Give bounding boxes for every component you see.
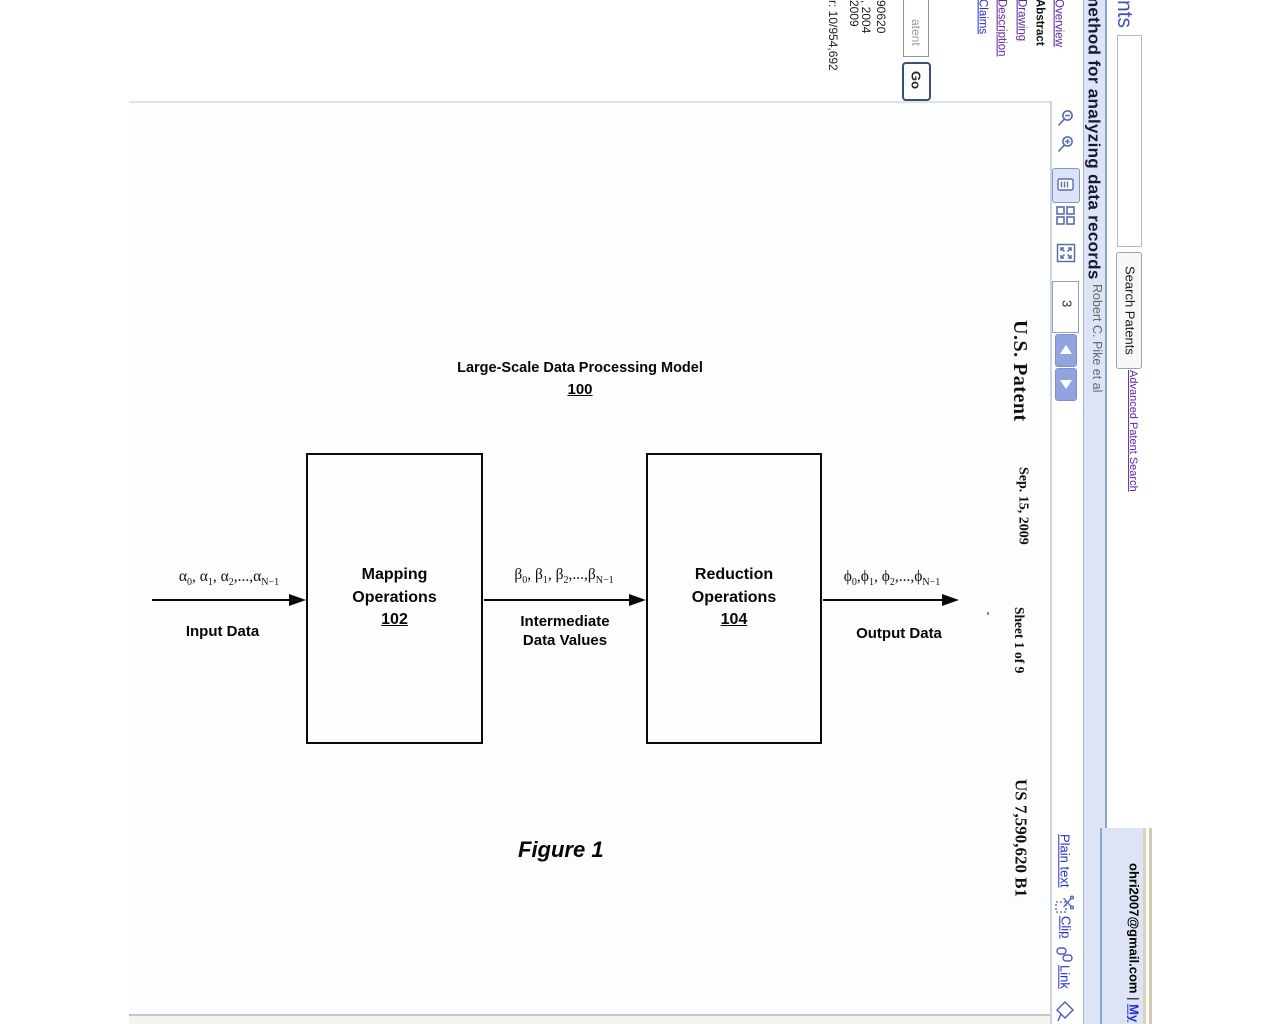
window-edge-band-inner: [1149, 828, 1152, 1024]
input-data-label-greek: α0, α1, α2,...,αN−1: [178, 568, 280, 588]
clip-link[interactable]: Clip: [1058, 916, 1074, 939]
patent-figure: Large-Scale Data Processing Model 100 Ma…: [152, 360, 989, 862]
go-button[interactable]: Go: [902, 62, 931, 101]
sidebar-item-abstract[interactable]: Abstract: [1033, 0, 1046, 46]
page-number-value: 3: [1059, 300, 1075, 308]
scan-speck: [987, 612, 989, 615]
figure-title-ref: 100: [567, 381, 593, 398]
output-label-greek: ϕ0,ϕ1, ϕ2,...,ϕN−1: [843, 568, 941, 588]
single-page-view-icon: [1057, 178, 1075, 192]
reduction-operations-box: Reduction Operations 104: [646, 453, 822, 744]
link-link[interactable]: Link: [1057, 965, 1073, 989]
grid-view-icon[interactable]: [1056, 206, 1076, 226]
sidebar-item-drawing[interactable]: Drawing: [1015, 0, 1028, 42]
reduction-box-line2: Operations: [691, 588, 777, 606]
viewer-scroll-track: [129, 1016, 1050, 1024]
title-strip-background: [1084, 0, 1105, 1024]
mapping-box-ref: 102: [381, 611, 408, 628]
search-patents-button[interactable]: Search Patents: [1116, 252, 1142, 369]
account-separator: |: [1126, 993, 1142, 1005]
intermediate-arrow-line: [484, 599, 632, 601]
intermediate-label-greek: β0, β1, β2,...,βN−1: [514, 566, 614, 586]
intermediate-arrow-head: [629, 594, 646, 606]
intermediate-caption-line1: Intermediate: [520, 613, 610, 630]
fullscreen-icon[interactable]: [1056, 243, 1076, 263]
patents-logo[interactable]: nts: [1113, 0, 1137, 29]
patent-sheet-canvas[interactable]: [129, 102, 1051, 1015]
metadata-patent-number: 90620: [874, 0, 889, 34]
reduction-box-line1: Reduction: [694, 566, 774, 583]
search-input[interactable]: [1117, 35, 1142, 247]
output-arrow-line: [823, 599, 945, 601]
sidebar-item-overview[interactable]: Overview: [1052, 0, 1065, 47]
figure-title: Large-Scale Data Processing Model: [457, 360, 703, 376]
account-email: ohri2007@gmail.com: [1126, 863, 1142, 994]
viewer-border-top: [129, 101, 1051, 103]
account-info: ohri2007@gmail.com | My: [1126, 863, 1142, 1023]
next-page-icon: [1060, 380, 1072, 389]
zoom-out-icon[interactable]: [1056, 109, 1075, 128]
window-edge-band-gap: [1146, 828, 1149, 1024]
account-box-background: [1105, 828, 1143, 1024]
input-data-caption: Input Data: [185, 623, 260, 640]
find-in-patent-input[interactable]: atent: [903, 0, 929, 57]
window-edge-band-outer: [1143, 828, 1146, 1024]
title-strip-border-left: [1083, 0, 1084, 1024]
viewer-border-right: [1050, 101, 1052, 1024]
my-account-link[interactable]: My: [1126, 1004, 1142, 1023]
sidebar-item-claims[interactable]: Claims: [976, 0, 989, 35]
zoom-in-icon[interactable]: [1056, 135, 1075, 154]
account-box-border: [1100, 828, 1102, 1024]
prev-page-button[interactable]: [1055, 334, 1077, 367]
patent-title: method for analyzing data records: [1084, 0, 1104, 280]
mapping-box-line2: Operations: [352, 588, 437, 606]
sidebar-item-description[interactable]: Description: [995, 0, 1008, 57]
go-button-label: Go: [908, 71, 924, 90]
flag-icon[interactable]: [1056, 1001, 1074, 1023]
single-page-view-button[interactable]: [1052, 168, 1080, 203]
figure-caption: Figure 1: [518, 837, 604, 862]
title-strip-border-right: [1105, 0, 1107, 828]
metadata-issue-date: 2009: [847, 0, 862, 27]
input-arrow-head: [289, 594, 306, 606]
next-page-button[interactable]: [1055, 368, 1077, 401]
output-arrow-head: [942, 594, 959, 606]
find-in-patent-value: atent: [909, 19, 924, 46]
advanced-patent-search-link[interactable]: Advanced Patent Search: [1127, 370, 1140, 492]
viewer-border-bottom: [129, 1014, 1050, 1016]
mapping-box-line1: Mapping: [361, 566, 428, 583]
mapping-operations-box: Mapping Operations 102: [306, 453, 483, 744]
metadata-application-number: r: 10/954,692: [826, 0, 841, 71]
output-data-caption: Output Data: [856, 625, 942, 642]
patent-byline: Robert C. Pike et al: [1089, 284, 1104, 393]
link-chain-icon[interactable]: [1056, 946, 1073, 963]
reduction-box-ref: 104: [720, 611, 748, 628]
plain-text-link[interactable]: Plain text: [1057, 834, 1073, 888]
intermediate-caption-line2: Data Values: [522, 632, 608, 649]
page-number-input[interactable]: 3: [1052, 281, 1079, 333]
input-arrow-line: [152, 599, 292, 601]
search-patents-button-label: Search Patents: [1122, 266, 1138, 355]
clip-scissors-icon[interactable]: [1055, 895, 1074, 914]
prev-page-icon: [1060, 345, 1072, 354]
